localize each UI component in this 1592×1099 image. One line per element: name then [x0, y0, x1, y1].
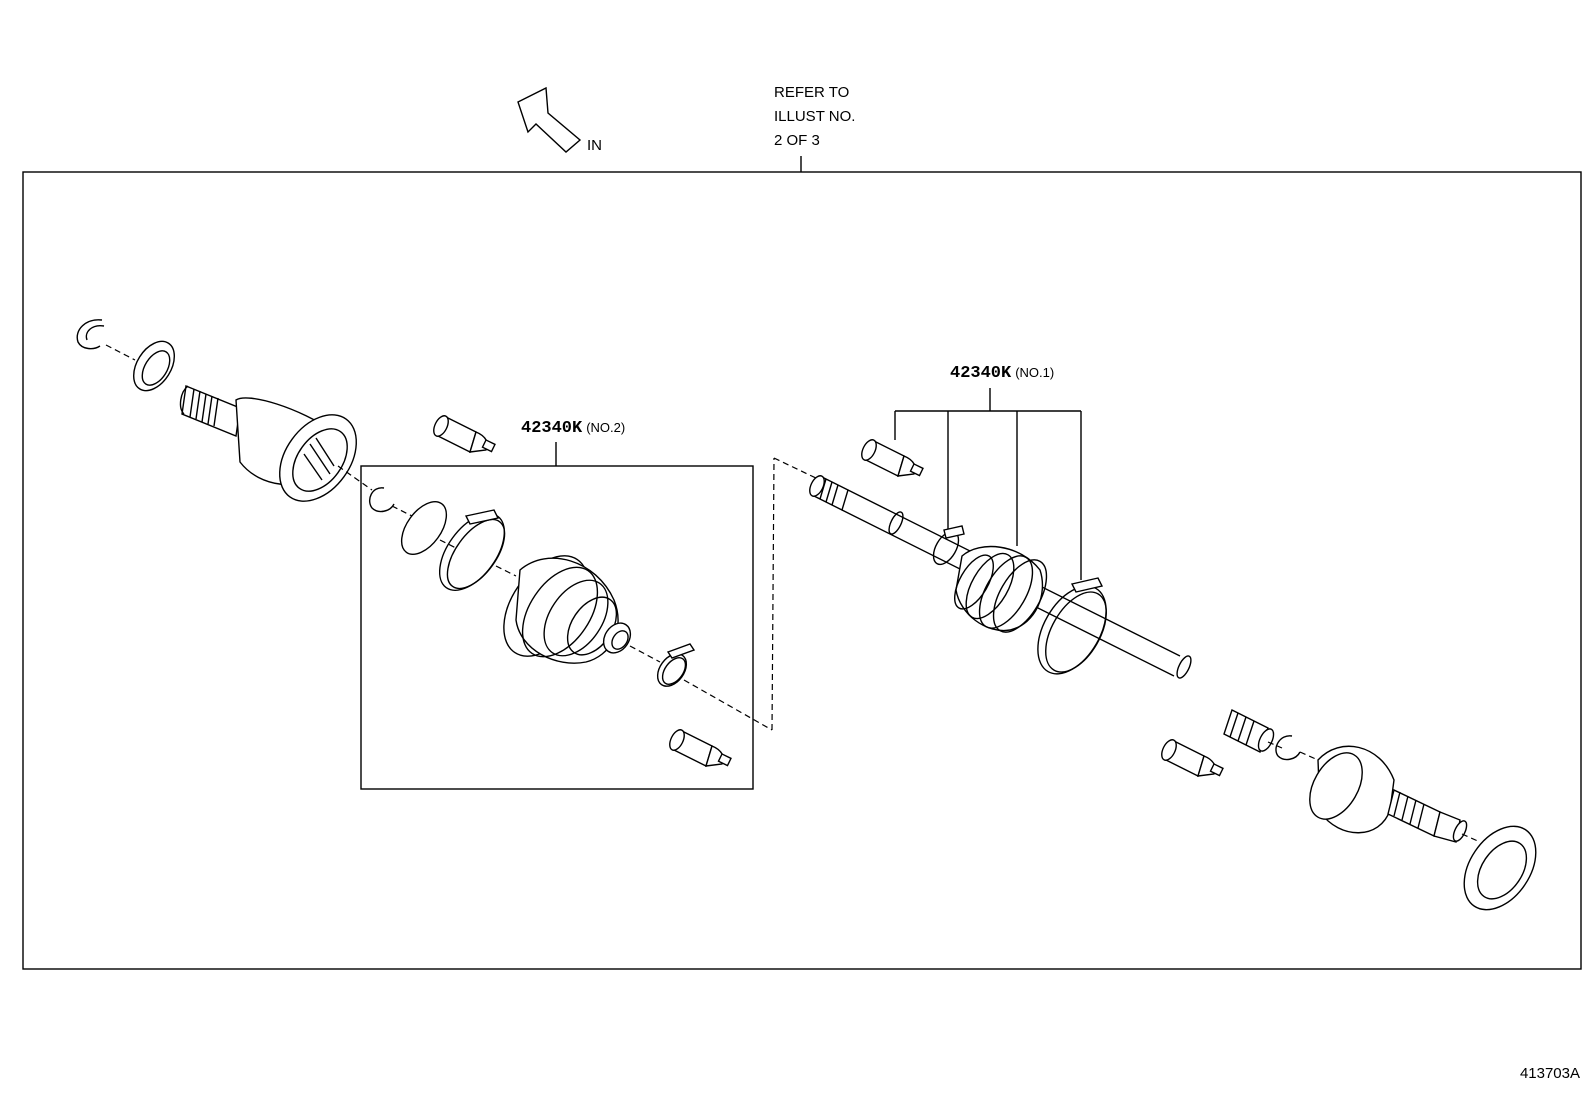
direction-arrow-icon: [517, 86, 582, 153]
drive-shaft-icon: [809, 475, 1275, 753]
ring-icon: [400, 501, 448, 555]
direction-label: IN: [587, 137, 602, 154]
dust-seal-icon: [132, 340, 176, 392]
callout-no2-part-number: 42340K: [521, 419, 583, 438]
clip-icon: [368, 487, 395, 513]
refer-note-line3: 2 OF 3: [774, 132, 820, 149]
illustration-id: 413703A: [1520, 1065, 1580, 1082]
outboard-joint-icon: [1309, 745, 1468, 843]
grease-tube-icon: [433, 415, 496, 453]
boot-clamp-large-icon: [1037, 577, 1107, 675]
cv-boot-icon: [954, 545, 1048, 633]
boot-clamp-small-icon: [656, 643, 696, 687]
callout-no2-qualifier: (NO.2): [586, 420, 625, 435]
assembly-frame: [22, 171, 1582, 970]
refer-note-line1: REFER TO: [774, 84, 849, 101]
inboard-joint-icon: [179, 385, 357, 502]
callout-no1: 42340K(NO.1): [894, 364, 1082, 580]
callout-no1-qualifier: (NO.1): [1015, 365, 1054, 380]
callout-no1-part-number: 42340K: [950, 364, 1012, 383]
callout-no2-label: 42340K(NO.2): [521, 419, 625, 438]
refer-note-line2: ILLUST NO.: [774, 108, 855, 125]
direction-indicator: IN: [517, 86, 602, 154]
refer-note: REFER TO ILLUST NO. 2 OF 3: [774, 84, 855, 172]
grease-tube-icon: [669, 729, 732, 767]
callout-no2: 42340K(NO.2): [521, 419, 625, 466]
grease-tube-icon: [861, 439, 924, 477]
boot-clamp-large-icon: [438, 509, 506, 591]
grease-tube-icon: [1161, 739, 1224, 777]
callout-no1-label: 42340K(NO.1): [950, 364, 1054, 383]
snap-ring-icon: [76, 319, 103, 350]
kit-no2-frame: [360, 465, 754, 790]
snap-ring-icon: [1275, 735, 1301, 761]
dust-seal-icon: [1463, 825, 1537, 911]
cv-boot-icon: [503, 555, 632, 664]
boot-clamp-small-icon: [932, 525, 965, 566]
